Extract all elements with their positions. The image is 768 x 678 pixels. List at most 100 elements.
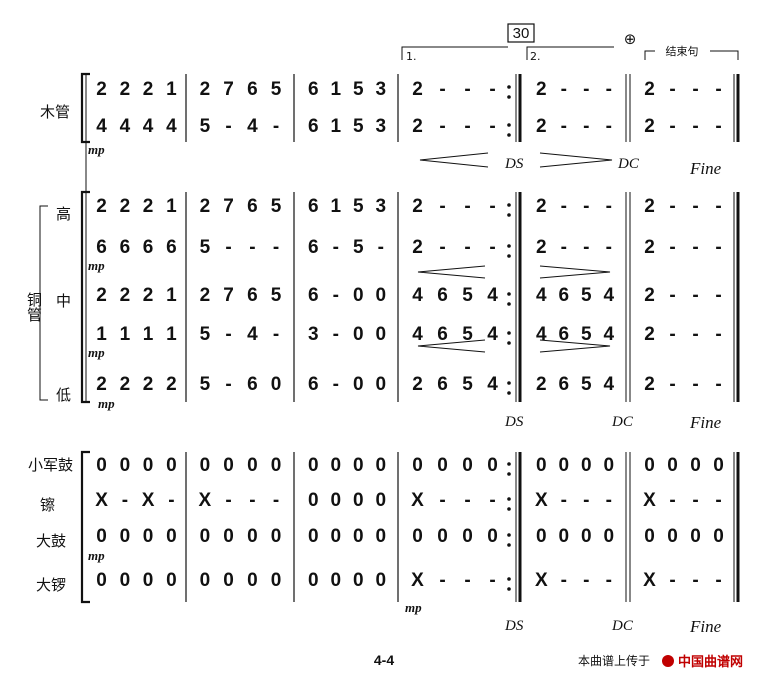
- volta-1-bracket: [401, 46, 508, 60]
- sustain-dash: -: [561, 237, 567, 258]
- sustain-dash: -: [669, 196, 675, 217]
- note: 0: [247, 455, 258, 476]
- sustain-dash: -: [692, 116, 698, 137]
- dynamic-mp: mp: [88, 142, 105, 157]
- sustain-dash: -: [378, 237, 384, 258]
- note: 0: [581, 455, 592, 476]
- note: 0: [247, 570, 258, 591]
- note: 0: [223, 570, 234, 591]
- sustain-dash: -: [439, 116, 445, 137]
- crescendo-hairpin: [419, 152, 489, 168]
- sustain-dash: -: [692, 285, 698, 306]
- sustain-dash: -: [561, 196, 567, 217]
- sustain-dash: -: [692, 324, 698, 345]
- note: 0: [644, 526, 655, 547]
- sustain-dash: -: [606, 490, 612, 511]
- sustain-dash: -: [692, 237, 698, 258]
- note: 5: [581, 324, 592, 345]
- note: 1: [96, 324, 107, 345]
- sustain-dash: -: [606, 196, 612, 217]
- note: 0: [667, 526, 678, 547]
- sustain-dash: -: [225, 237, 231, 258]
- note: 0: [536, 526, 547, 547]
- note: 2: [644, 237, 655, 258]
- note: 2: [200, 196, 211, 217]
- sustain-dash: -: [606, 570, 612, 591]
- note: 2: [536, 237, 547, 258]
- sustain-dash: -: [489, 79, 495, 100]
- sustain-dash: -: [715, 324, 721, 345]
- note: 0: [462, 455, 473, 476]
- note: 0: [353, 570, 364, 591]
- decrescendo-hairpin: [539, 152, 613, 168]
- note: 5: [353, 79, 364, 100]
- note: 6: [96, 237, 107, 258]
- note: 1: [331, 116, 342, 137]
- sustain-dash: -: [583, 570, 589, 591]
- hit-note: X: [95, 490, 108, 511]
- hit-note: X: [643, 490, 656, 511]
- sustain-dash: -: [606, 79, 612, 100]
- ds-mark: DS: [504, 414, 524, 430]
- note: 6: [437, 285, 448, 306]
- note: 0: [376, 490, 387, 511]
- note: 6: [247, 79, 258, 100]
- note: 2: [412, 237, 423, 258]
- note: 1: [166, 324, 177, 345]
- note: 6: [308, 116, 319, 137]
- dc-mark: DC: [617, 156, 640, 172]
- repeat-dot: [507, 462, 511, 466]
- sustain-dash: -: [333, 237, 339, 258]
- label-brass-mid: 中: [56, 292, 71, 310]
- fine-mark: Fine: [689, 617, 722, 636]
- sustain-dash: -: [715, 237, 721, 258]
- sustain-dash: -: [669, 79, 675, 100]
- note: 2: [143, 285, 154, 306]
- dc-mark: DC: [611, 414, 634, 430]
- sustain-dash: -: [692, 79, 698, 100]
- note: 2: [200, 285, 211, 306]
- note: 2: [644, 285, 655, 306]
- note: 2: [644, 196, 655, 217]
- sustain-dash: -: [669, 570, 675, 591]
- note: 5: [462, 324, 473, 345]
- note: 0: [604, 526, 615, 547]
- dc-mark: DC: [611, 618, 634, 634]
- note: 6: [247, 196, 258, 217]
- note: 2: [120, 79, 131, 100]
- note: 0: [487, 455, 498, 476]
- sustain-dash: -: [583, 490, 589, 511]
- system-structure: [39, 72, 740, 604]
- sustain-dash: -: [692, 570, 698, 591]
- sustain-dash: -: [489, 490, 495, 511]
- repeat-dot: [507, 203, 511, 207]
- hit-note: X: [535, 490, 548, 511]
- note: 0: [200, 455, 211, 476]
- sustain-dash: -: [464, 116, 470, 137]
- sustain-dash: -: [333, 324, 339, 345]
- note: 0: [536, 455, 547, 476]
- sustain-dash: -: [464, 570, 470, 591]
- note: 6: [120, 237, 131, 258]
- note: 1: [166, 285, 177, 306]
- note: 0: [96, 526, 107, 547]
- note: 0: [96, 455, 107, 476]
- note: 4: [247, 324, 258, 345]
- note: 2: [412, 79, 423, 100]
- volta-2-bracket: [526, 46, 614, 60]
- note: 4: [120, 116, 131, 137]
- note: 6: [559, 374, 570, 395]
- note: 5: [462, 285, 473, 306]
- note: 0: [166, 526, 177, 547]
- repeat-dot: [507, 244, 511, 248]
- note: 2: [412, 116, 423, 137]
- note: 0: [331, 526, 342, 547]
- note: 0: [223, 526, 234, 547]
- label-cymbal: 镲: [40, 496, 55, 514]
- note: 6: [308, 237, 319, 258]
- sustain-dash: -: [669, 116, 675, 137]
- note: 2: [412, 374, 423, 395]
- sustain-dash: -: [606, 116, 612, 137]
- sustain-dash: -: [606, 237, 612, 258]
- note: 4: [487, 285, 498, 306]
